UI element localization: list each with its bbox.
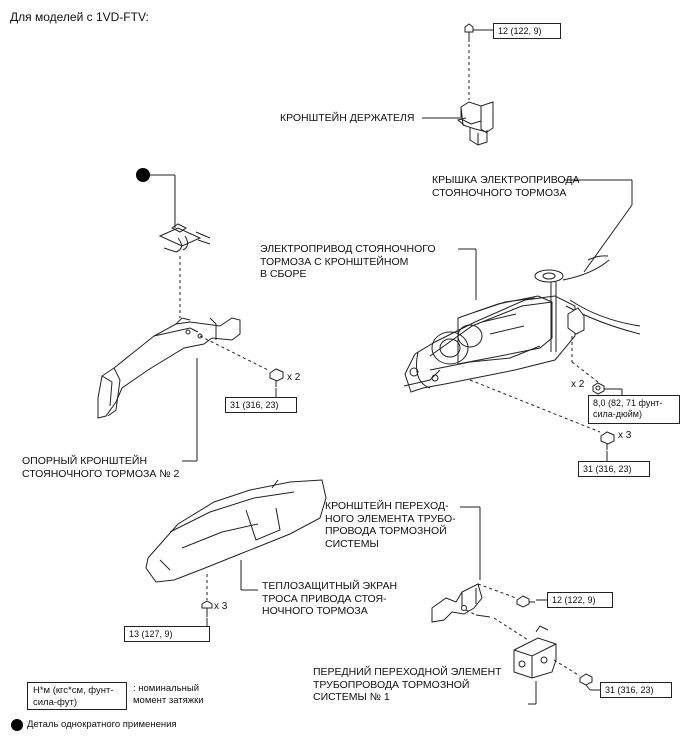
actuator-assembly-part [403, 255, 641, 393]
torque-shield: 13 (127, 9) [124, 626, 210, 642]
torque-actuator: 31 (316, 23) [578, 461, 650, 477]
support-bracket-part [97, 317, 241, 419]
transition-bolt-icon [516, 595, 535, 608]
multiplier-support: x 2 [287, 372, 301, 383]
legend-dot-icon [11, 719, 23, 731]
shield-bolt-icon [201, 600, 213, 617]
cover-nut-icon [592, 382, 605, 395]
torque-front: 31 (316, 23) [600, 682, 672, 698]
torque-cover: 8,0 (82, 71 фунт- сила-дюйм) [588, 395, 680, 424]
transition-bracket-part [431, 583, 483, 623]
legend-torque-box: Н*м (кгс*см, фунт- сила-фут) [27, 682, 127, 710]
label-heat-shield: ТЕПЛОЗАЩИТНЫЙ ЭКРАН ТРОСА ПРИВОДА СТОЯ- … [262, 580, 398, 617]
cable-clamp-part [158, 223, 211, 253]
torque-top: 12 (122, 9) [493, 23, 561, 39]
heat-shield-part [145, 479, 327, 583]
legend-one-time: Деталь однократного применения [27, 719, 177, 730]
multiplier-shield: x 3 [214, 601, 228, 612]
actuator-bolt-icon [600, 431, 615, 450]
label-holder-bracket: КРОНШТЕЙН ДЕРЖАТЕЛЯ [280, 112, 415, 124]
front-transition-part [513, 625, 557, 679]
legend-torque-desc: : номинальный момент затяжки [133, 683, 204, 706]
label-actuator-cover: КРЫШКА ЭЛЕКТРОПРИВОДА СТОЯНОЧНОГО ТОРМОЗ… [432, 174, 580, 199]
label-transition-bracket: КРОНШТЕЙН ПЕРЕХОД- НОГО ЭЛЕМЕНТА ТРУБО- … [325, 500, 456, 550]
holder-bracket-part [456, 101, 494, 146]
one-time-use-marker [136, 168, 150, 182]
front-bolt-icon [579, 673, 593, 691]
torque-transition: 12 (122, 9) [547, 592, 613, 608]
label-support-bracket: ОПОРНЫЙ КРОНШТЕЙН СТОЯНОЧНОГО ТОРМОЗА № … [22, 455, 180, 480]
multiplier-cover: x 2 [571, 379, 585, 390]
support-bolt-icon [269, 368, 284, 387]
label-actuator-assembly: ЭЛЕКТРОПРИВОД СТОЯНОЧНОГО ТОРМОЗА С КРОН… [260, 243, 436, 280]
top-bolt-icon [464, 23, 474, 42]
page-title: Для моделей с 1VD-FTV: [10, 10, 149, 24]
label-front-transition: ПЕРЕДНИЙ ПЕРЕХОДНОЙ ЭЛЕМЕНТ ТРУБОПРОВОДА… [313, 666, 502, 703]
torque-support: 31 (316, 23) [225, 397, 297, 413]
multiplier-actuator: x 3 [618, 430, 632, 441]
